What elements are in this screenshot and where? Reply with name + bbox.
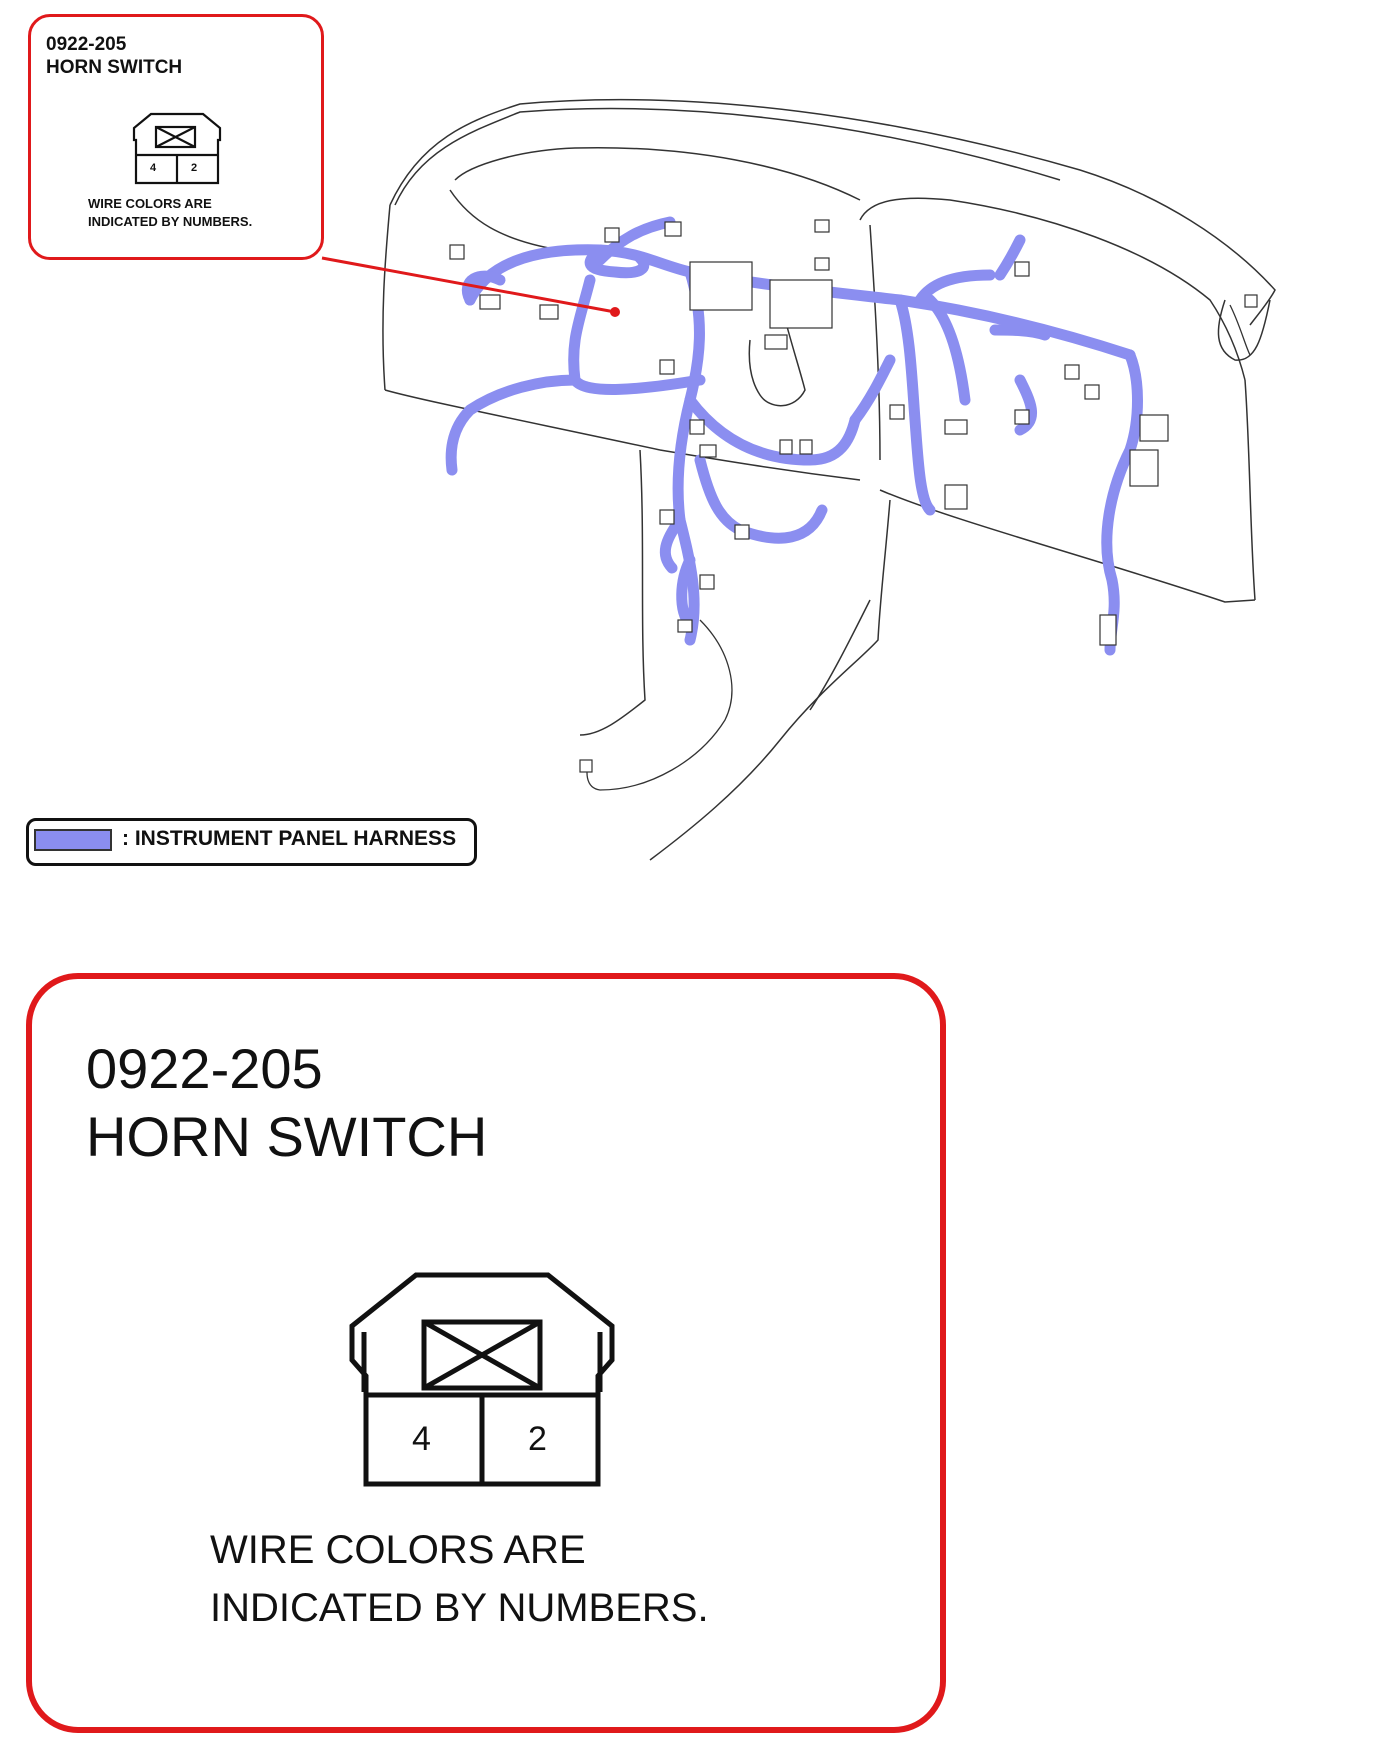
connector-large-pin-left: 4	[412, 1420, 431, 1458]
callout-large-note-line1: WIRE COLORS ARE	[210, 1528, 586, 1572]
dashboard-outline	[382, 98, 1276, 861]
legend-harness-swatch	[34, 829, 112, 851]
horn-switch-location-marker	[610, 307, 620, 317]
callout-small-code: 0922-205	[46, 34, 127, 55]
callout-large-code: 0922-205	[86, 1037, 323, 1100]
connector-icon-small	[132, 112, 222, 185]
callout-large-note-line2: INDICATED BY NUMBERS.	[210, 1586, 709, 1630]
callout-leader-line	[321, 256, 616, 314]
connectors	[449, 219, 1258, 773]
horn-switch-callout-large	[26, 973, 946, 1733]
connector-small-pin-left: 4	[150, 162, 157, 174]
callout-small-note-line2: INDICATED BY NUMBERS.	[88, 214, 253, 229]
legend-harness-label: : INSTRUMENT PANEL HARNESS	[122, 827, 457, 850]
callout-small-name: HORN SWITCH	[46, 57, 183, 78]
callout-small-note-line1: WIRE COLORS ARE	[88, 196, 212, 211]
instrument-panel-drawing	[321, 98, 1276, 861]
thin-wires	[586, 304, 1251, 791]
callout-large-name: HORN SWITCH	[86, 1105, 488, 1168]
connector-small-pin-right: 2	[191, 162, 198, 174]
connector-large-pin-right: 2	[528, 1420, 547, 1458]
